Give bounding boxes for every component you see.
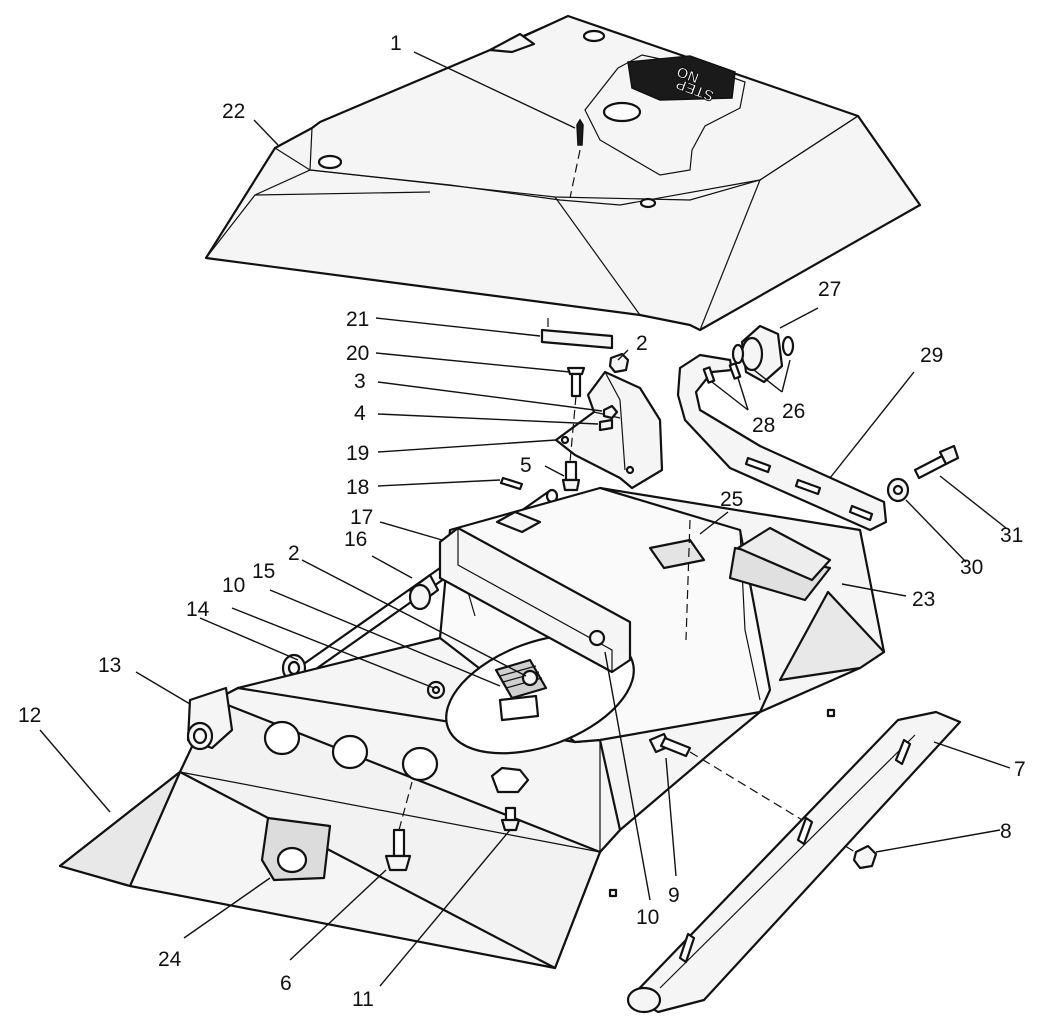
nut-part-2-top <box>608 352 630 374</box>
bolt-part-5 <box>561 460 581 492</box>
callout-21: 21 <box>346 308 369 331</box>
callout-20: 20 <box>346 342 369 365</box>
bolt-part-20 <box>566 366 586 398</box>
callout-25: 25 <box>720 488 743 511</box>
callout-6: 6 <box>280 972 292 995</box>
spring-pin-part-18 <box>499 476 524 491</box>
callout-15: 15 <box>252 560 275 583</box>
washer-part-4 <box>598 418 614 432</box>
callout-1: 1 <box>390 32 402 55</box>
callout-16: 16 <box>344 528 367 551</box>
fitting-part-13 <box>186 686 234 751</box>
callout-28: 28 <box>752 414 775 437</box>
callout-4: 4 <box>354 402 366 425</box>
callout-29: 29 <box>920 344 943 367</box>
callout-17: 17 <box>350 506 373 529</box>
callout-23: 23 <box>912 588 935 611</box>
bumper-part-27 <box>740 324 795 384</box>
decal-part-25 <box>648 519 706 641</box>
plate-part-21 <box>540 318 614 350</box>
spacer-part-28 <box>702 362 742 384</box>
pad-part-23 <box>736 526 832 582</box>
callout-2-chassis: 2 <box>288 542 300 565</box>
rail-part-17 <box>438 510 632 674</box>
nut-part-3 <box>602 404 619 420</box>
callout-27: 27 <box>818 278 841 301</box>
arm-part-29 <box>676 353 888 532</box>
filter-part-15 <box>494 658 548 722</box>
callout-14: 14 <box>186 598 210 621</box>
washer-part-30 <box>886 477 910 503</box>
callout-31: 31 <box>1000 524 1023 547</box>
callout-22: 22 <box>222 100 245 123</box>
leader-lines <box>39 51 1011 987</box>
callout-18: 18 <box>346 476 369 499</box>
hood-cover: NO STEP <box>204 14 922 332</box>
callout-3: 3 <box>354 370 366 393</box>
nut-part-2-chassis <box>521 669 539 687</box>
pin-part-1 <box>569 118 584 199</box>
callout-labels: 1 2 2 3 4 5 6 7 8 9 10 10 11 12 13 14 15… <box>18 32 1026 1011</box>
screw-part-9 <box>648 732 861 856</box>
callout-24: 24 <box>158 948 182 971</box>
nut-part-8 <box>852 844 878 870</box>
callout-10-left: 10 <box>222 574 245 597</box>
bracket-part-19 <box>554 370 664 490</box>
callout-10-right: 10 <box>636 906 659 929</box>
callout-7: 7 <box>1014 758 1026 781</box>
callout-5: 5 <box>520 454 532 477</box>
callout-8: 8 <box>1000 820 1012 843</box>
nut-part-10-left <box>426 680 446 700</box>
callout-12: 12 <box>18 704 41 727</box>
callout-19: 19 <box>346 442 369 465</box>
callout-2-top: 2 <box>636 332 648 355</box>
bolt-part-6 <box>384 781 413 872</box>
callout-30: 30 <box>960 556 983 579</box>
callout-13: 13 <box>98 654 121 677</box>
callout-11: 11 <box>352 988 374 1011</box>
callout-26: 26 <box>782 400 805 423</box>
callout-9: 9 <box>668 884 680 907</box>
bushing-part-16 <box>408 573 440 611</box>
bolt-part-31 <box>913 444 960 480</box>
washer-part-26 <box>731 343 745 365</box>
no-step-decal <box>627 55 736 101</box>
runner-part-7 <box>626 710 962 1014</box>
screw-part-11 <box>500 806 521 832</box>
